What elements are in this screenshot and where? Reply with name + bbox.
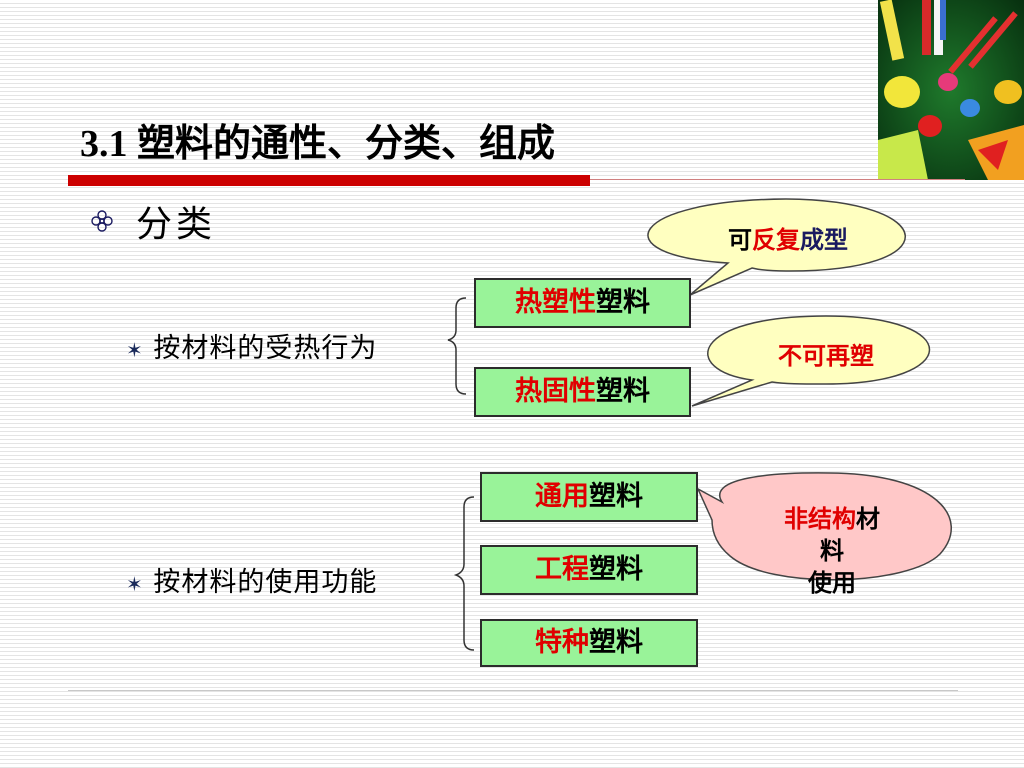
use-function-label: 按材料的使用功能	[153, 567, 378, 598]
six-point-star-icon: ✶	[126, 338, 144, 362]
thermoplastic-suffix: 塑料	[596, 287, 650, 318]
thermoset-box: 热固性塑料	[474, 367, 691, 417]
general-highlight: 通用	[535, 481, 589, 512]
callout-nonstructural-bubble	[696, 472, 952, 581]
use-function-row: ✶ 按材料的使用功能	[126, 560, 377, 599]
decorative-plastics-photo	[878, 0, 1024, 180]
callout-nonstructural-line1-rest: 材	[856, 505, 880, 533]
slide-title: 3.1 塑料的通性、分类、组成	[80, 123, 556, 165]
footer-divider	[68, 690, 958, 691]
brace-heat	[447, 297, 467, 395]
thermoplastic-highlight: 热塑性	[515, 287, 596, 318]
heat-behavior-label: 按材料的受热行为	[153, 333, 378, 364]
callout-reshape-part3: 成型	[800, 226, 848, 254]
general-suffix: 塑料	[589, 481, 643, 512]
callout-nonstructural-line3: 使用	[808, 569, 856, 597]
section-heading: 分类	[136, 204, 217, 245]
six-point-star-icon: ✶	[126, 572, 144, 596]
title-underline-bar	[68, 175, 590, 186]
flower-bullet-icon	[91, 210, 113, 232]
title-underline-thin	[590, 179, 965, 180]
callout-reshape-part2: 反复	[752, 226, 800, 254]
brace-use	[453, 496, 475, 651]
callout-reshape-part1: 可	[728, 226, 752, 254]
thermoset-suffix: 塑料	[596, 376, 650, 407]
heat-behavior-row: ✶ 按材料的受热行为	[126, 326, 377, 365]
callout-reshape-bubble	[647, 198, 906, 296]
callout-nonstructural-text: 非结构材 料 使用	[752, 503, 912, 599]
callout-no-reshape-bubble	[691, 315, 931, 407]
thermoplastic-box: 热塑性塑料	[474, 278, 691, 328]
callout-no-reshape-text: 不可再塑	[778, 342, 874, 370]
callout-reshape-text: 可反复成型	[700, 220, 876, 255]
general-plastics-box: 通用塑料	[480, 472, 698, 522]
thermoset-highlight: 热固性	[515, 376, 596, 407]
callout-nonstructural-line2: 料	[820, 537, 844, 565]
special-plastics-box: 特种塑料	[480, 619, 698, 667]
engineering-plastics-box: 工程塑料	[480, 545, 698, 595]
engineering-highlight: 工程	[535, 554, 589, 585]
engineering-suffix: 塑料	[589, 554, 643, 585]
special-highlight: 特种	[535, 627, 589, 658]
special-suffix: 塑料	[589, 627, 643, 658]
callout-nonstructural-highlight: 非结构	[784, 505, 856, 533]
